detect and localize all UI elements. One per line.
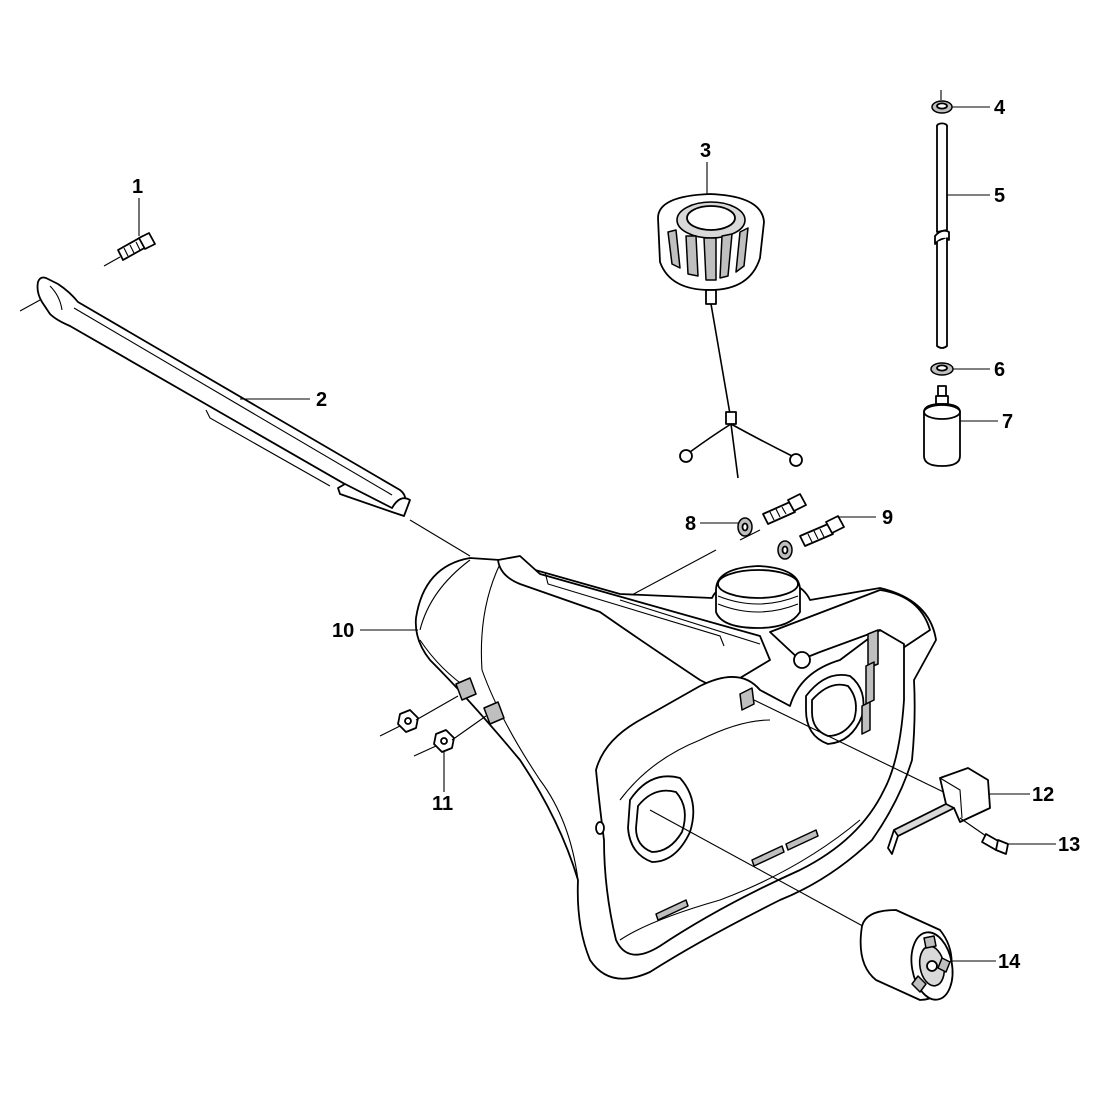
- part-label-14: 14: [998, 951, 1021, 973]
- part-label-3: 3: [700, 140, 711, 162]
- part-label-8: 8: [685, 513, 696, 535]
- fuel-filter-part: [923, 385, 961, 467]
- part-label-13: 13: [1058, 834, 1080, 856]
- part-label-4: 4: [994, 97, 1006, 119]
- washer-screw-part-9: [777, 515, 845, 560]
- washer-screw-part-8: [737, 493, 807, 537]
- screw-part: [103, 232, 156, 267]
- damper-part: [859, 909, 954, 1001]
- part-number-labels: 1 2 3 4 5 6 7 8 9 10 11 12 13 14: [132, 97, 1080, 973]
- leader-lines: [138, 106, 1056, 962]
- grommet-upper-part: [931, 90, 953, 114]
- part-label-5: 5: [994, 185, 1005, 207]
- handle-rail-part: [19, 276, 471, 557]
- part-label-6: 6: [994, 359, 1005, 381]
- part-label-2: 2: [316, 389, 327, 411]
- fuel-tank-part: [414, 529, 961, 980]
- part-label-1: 1: [132, 176, 143, 198]
- bracket-part: [887, 767, 991, 855]
- nut-part: [379, 695, 487, 757]
- part-label-10: 10: [332, 620, 354, 642]
- part-label-7: 7: [1002, 411, 1013, 433]
- small-screw-part: [959, 817, 1009, 855]
- fuel-cap-part: [657, 193, 803, 479]
- grommet-lower-part: [930, 362, 954, 376]
- part-label-12: 12: [1032, 784, 1054, 806]
- part-label-9: 9: [882, 507, 893, 529]
- fuel-hose-part: [934, 122, 950, 349]
- part-label-11: 11: [432, 793, 453, 815]
